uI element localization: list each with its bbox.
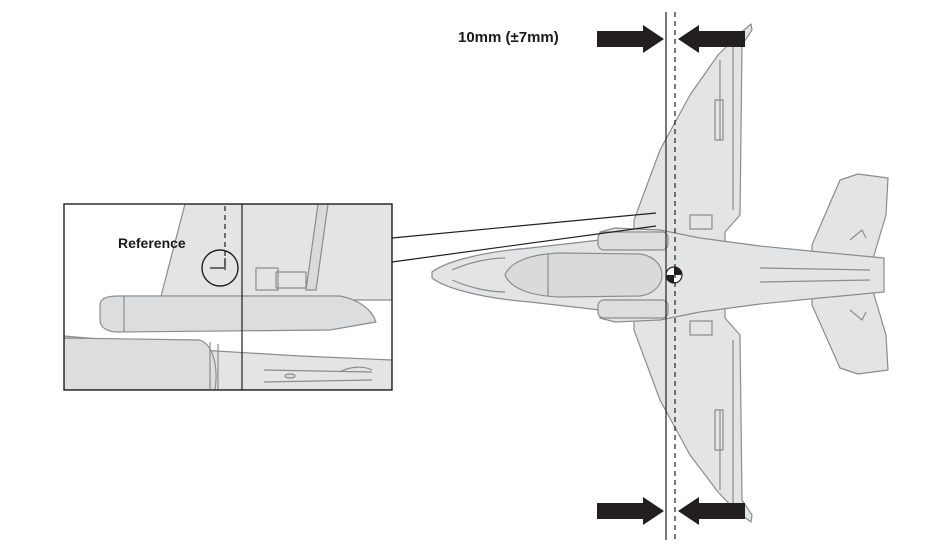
measurement-arrow-bottom-left (597, 497, 664, 525)
center-of-gravity-marker (665, 266, 683, 284)
measurement-label: 10mm (±7mm) (458, 29, 559, 46)
aircraft-top-view (431, 23, 889, 523)
callout-line-bottom (391, 225, 657, 263)
zoom-inset: Reference (63, 203, 393, 391)
inset-border (63, 203, 393, 391)
measurement-arrow-top-left (597, 25, 664, 53)
reference-circle-icon (201, 249, 239, 287)
measurement-arrow-top-right (678, 25, 745, 53)
reference-label: Reference (118, 235, 186, 251)
callout-line-top (391, 212, 657, 239)
measurement-arrow-bottom-right (678, 497, 745, 525)
canopy (504, 252, 663, 298)
